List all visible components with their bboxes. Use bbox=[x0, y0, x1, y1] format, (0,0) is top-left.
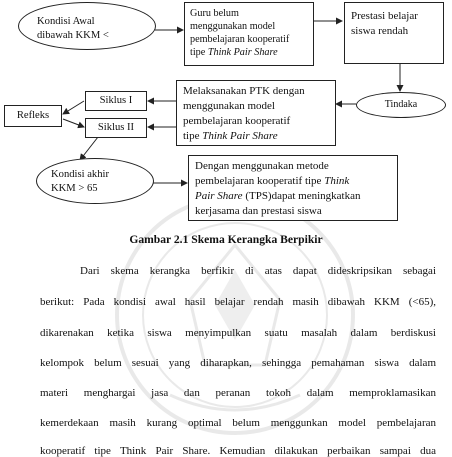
arrow-refleks-to-siklus2 bbox=[62, 118, 85, 129]
refleks-node: Refleks bbox=[4, 105, 62, 127]
ptk-line1: Melaksanakan PTK dengan bbox=[183, 85, 305, 97]
prestasi-line2: siswa rendah bbox=[351, 25, 409, 37]
siklus-1-label: Siklus I bbox=[99, 95, 133, 106]
kondisi-akhir-node: Kondisi akhir KKM > 65 bbox=[36, 158, 154, 204]
kondisi-awal-line2: dibawah KKM < bbox=[37, 30, 109, 41]
paragraph-line-4: kelompok belum sesuai yang diharapkan, s… bbox=[40, 357, 436, 369]
hasil-line3: Pair Share (TPS)dapat meningkatkan bbox=[195, 190, 361, 202]
refleks-label: Refleks bbox=[16, 110, 50, 121]
paragraph-line-2: berikut: Pada kondisi awal hasil belajar… bbox=[40, 296, 436, 308]
siklus-2-label: Siklus II bbox=[97, 122, 135, 133]
ptk-node: Melaksanakan PTK dengan menggunakan mode… bbox=[176, 80, 336, 146]
tindakan-label: Tindaka bbox=[384, 99, 418, 110]
ptk-line3: pembelajaran kooperatif bbox=[183, 115, 291, 127]
tindakan-node: Tindaka bbox=[356, 92, 446, 118]
figure-caption: Gambar 2.1 Skema Kerangka Berpikir bbox=[129, 233, 323, 246]
guru-line1: Guru belum bbox=[190, 8, 239, 19]
paragraph-line-5: materi menghargai jasa dan peranan tokoh… bbox=[40, 387, 436, 399]
paragraph-line-3: dikarenakan ketika siswa menyimpulkan su… bbox=[40, 327, 436, 339]
kondisi-akhir-line2: KKM > 65 bbox=[51, 183, 98, 194]
diagram-connectors bbox=[62, 17, 404, 187]
kondisi-akhir-line1: Kondisi akhir bbox=[51, 169, 109, 180]
prestasi-rendah-node: Prestasi belajar siswa rendah bbox=[344, 2, 444, 64]
guru-line4: tipe Think Pair Share bbox=[190, 47, 278, 58]
guru-line3: pembelajaran kooperatif bbox=[190, 34, 290, 45]
arrow-siklus1-to-refleks bbox=[62, 100, 85, 115]
paragraph-line-7: kooperatif tipe Think Pair Share. Kemudi… bbox=[40, 445, 436, 457]
guru-belum-node: Guru belum menggunakan model pembelajara… bbox=[184, 2, 314, 66]
paragraph-line-1: Dari skema kerangka berfikir di atas dap… bbox=[80, 265, 436, 277]
guru-line2: menggunakan model bbox=[190, 21, 276, 32]
kondisi-awal-node: Kondisi Awal dibawah KKM < bbox=[18, 2, 156, 50]
paragraph-line-6: kemerdekaan masih kurang optimal belum m… bbox=[40, 417, 436, 429]
hasil-line2: pembelajaran kooperatif tipe Think bbox=[195, 175, 350, 187]
hasil-node: Dengan menggunakan metode pembelajaran k… bbox=[188, 155, 398, 221]
ptk-line2: menggunakan model bbox=[183, 100, 275, 112]
kondisi-awal-line1: Kondisi Awal bbox=[37, 16, 95, 27]
siklus-2-node: Siklus II bbox=[85, 118, 147, 138]
siklus-1-node: Siklus I bbox=[85, 91, 147, 111]
arrow-siklus2-to-akhir bbox=[79, 136, 99, 161]
ptk-line4: tipe Think Pair Share bbox=[183, 130, 278, 142]
hasil-line4: kerjasama dan prestasi siswa bbox=[195, 205, 322, 217]
prestasi-line1: Prestasi belajar bbox=[351, 10, 418, 22]
hasil-line1: Dengan menggunakan metode bbox=[195, 160, 329, 172]
